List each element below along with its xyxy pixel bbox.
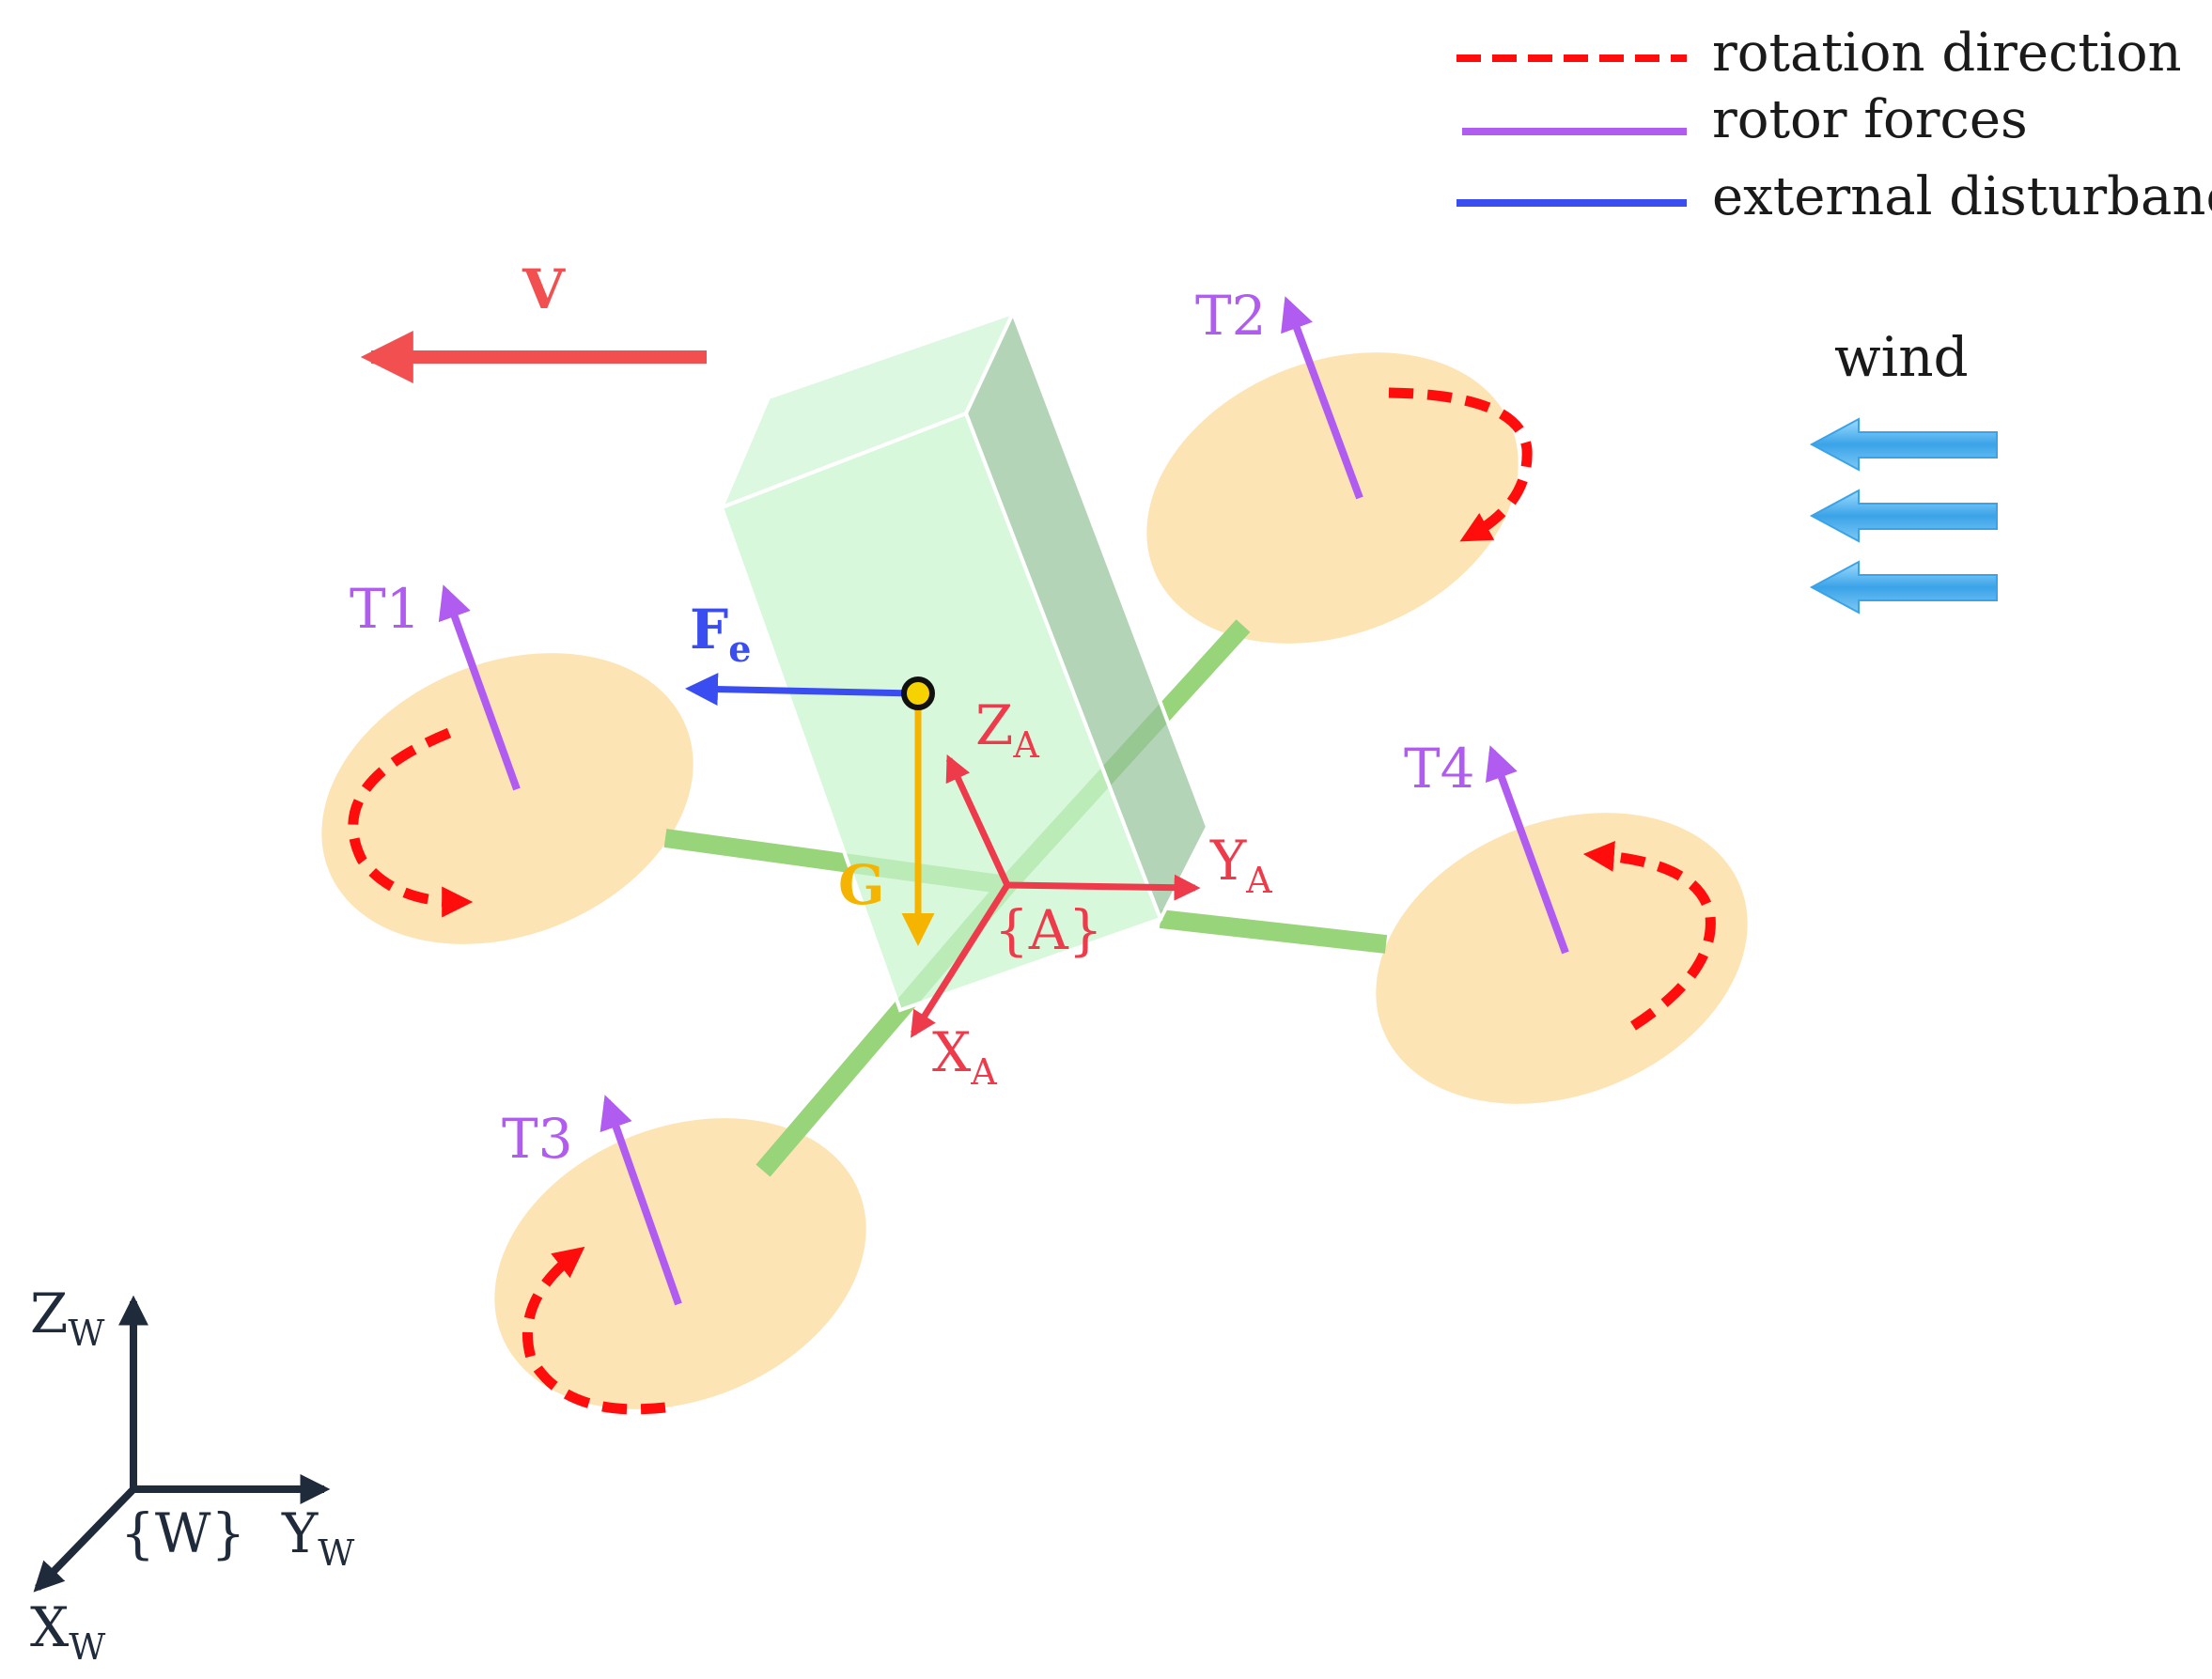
legend-rotation-label: rotation direction [1712,23,2182,84]
drone-body [718,307,1210,1013]
axis-xa-label: XA [932,1020,997,1093]
rotation-arc-t4 [1582,840,1716,1031]
legend-rotor-force-label: rotor forces [1712,89,2028,150]
rotor-disc-t1 [321,653,693,944]
wind-label: wind [1834,325,1969,389]
rotor-force-t2 [1281,296,1363,500]
external-force-label: Fe [690,598,751,670]
velocity-label: V [522,257,566,321]
axis-ya-label: YA [1209,829,1272,901]
rotor-label-t4: T4 [1404,737,1475,801]
center-of-mass [901,676,935,710]
rotation-arc-t2 [1388,387,1533,542]
frame-w-label: {W} [120,1501,245,1565]
rotation-arc-t1 [348,727,474,918]
axis-xa [911,883,1010,1038]
rotor-force-t4 [1485,745,1569,955]
axis-zw-label: ZW [30,1282,104,1354]
world-frame [33,1295,331,1593]
rotor-label-t3: T3 [502,1107,573,1171]
axis-yw-label: YW [281,1501,354,1574]
external-force-arrow [685,673,916,707]
legend-disturbance-label: external disturbances [1712,166,2212,227]
axis-za [945,754,1011,887]
rotation-arc-t3 [522,1246,666,1415]
rotor-disc-t3 [494,1118,866,1409]
legend: rotation direction rotor forces external… [1456,23,2212,227]
body-frame-a [911,754,1201,1038]
wind-arrow-2 [1809,489,1998,543]
axis-ya [1006,874,1201,901]
axis-xw [33,1486,136,1593]
axis-za-label: ZA [975,693,1039,766]
wind-arrow-3 [1809,560,1998,614]
body-top-face [718,309,1017,511]
rotor-force-t1 [438,584,521,791]
rotor-disc-t2 [1146,352,1519,644]
rotor-label-t2: T2 [1195,284,1267,348]
wind-arrows [1809,417,1998,614]
wind-arrow-1 [1809,417,1998,472]
arm-t4 [1159,909,1388,954]
rotor-force-t3 [600,1095,682,1306]
frame-a-label: {A} [994,898,1103,962]
rotor-disc-t4 [1376,813,1748,1104]
gravity-label: G [838,853,885,917]
rotation-arcs [348,387,1716,1415]
rotor-label-t1: T1 [350,577,421,641]
axis-xw-label: XW [30,1595,105,1668]
